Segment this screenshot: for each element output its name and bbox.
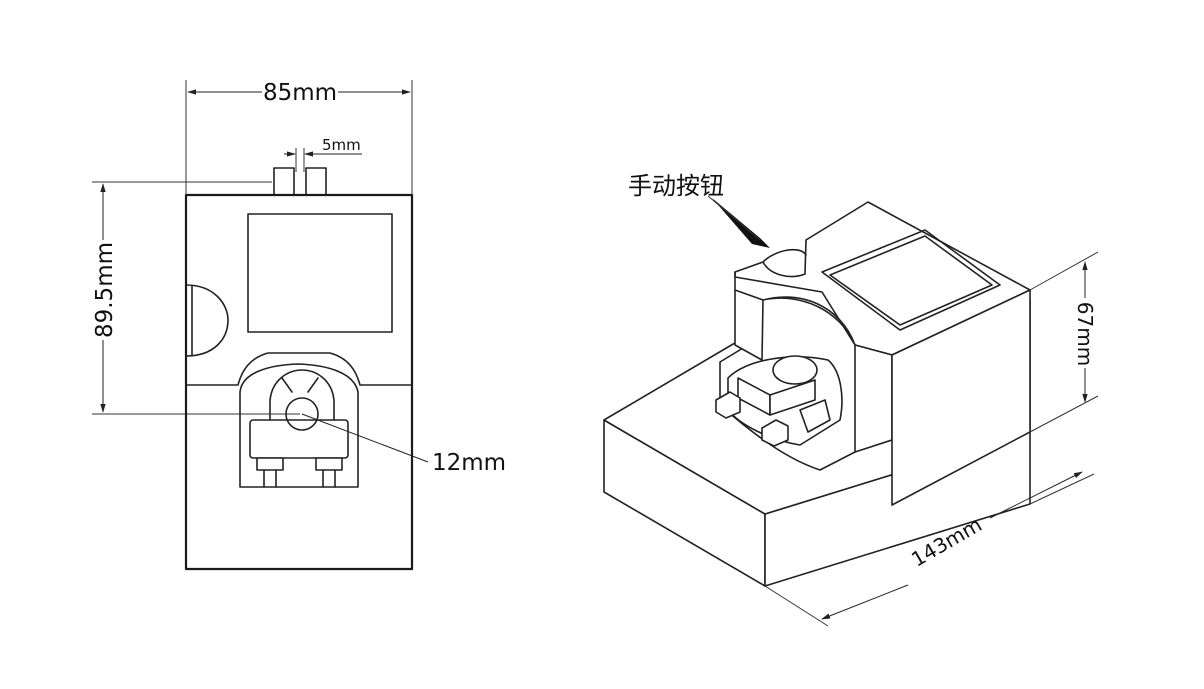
iso-nut-left bbox=[715, 391, 741, 419]
front-view: 85mm 5mm 89.5mm bbox=[92, 80, 506, 571]
width-dimension: 85mm bbox=[185, 80, 413, 196]
gap-label: 5mm bbox=[322, 136, 361, 154]
button-arrow bbox=[712, 198, 770, 248]
hole-leader bbox=[301, 413, 429, 463]
terminal-nut-right bbox=[315, 457, 343, 471]
iso-height-dimension: 67mm bbox=[1029, 251, 1099, 433]
terminal-nut-left bbox=[256, 457, 284, 471]
height-label: 89.5mm bbox=[92, 242, 118, 338]
top-pin-left bbox=[273, 167, 295, 196]
terminal-assembly bbox=[239, 363, 359, 488]
iso-view: 手动按钮 bbox=[603, 172, 1099, 627]
upper-block bbox=[734, 201, 1031, 506]
iso-nut-right bbox=[761, 419, 789, 447]
button-label: 手动按钮 bbox=[628, 172, 724, 200]
iso-terminal bbox=[715, 355, 843, 447]
width-label: 85mm bbox=[263, 80, 337, 106]
iso-height-label: 67mm bbox=[1073, 302, 1097, 366]
lower-step bbox=[185, 352, 413, 386]
mounting-hole bbox=[285, 397, 319, 431]
side-button bbox=[185, 284, 229, 357]
front-body bbox=[184, 193, 414, 571]
display-window bbox=[247, 213, 393, 333]
iso-terminal-hole bbox=[772, 355, 818, 385]
hole-label: 12mm bbox=[432, 450, 506, 476]
gap-dimension: 5mm bbox=[284, 136, 362, 172]
height-dimension: 89.5mm bbox=[92, 181, 300, 415]
top-pin-right bbox=[305, 167, 327, 196]
